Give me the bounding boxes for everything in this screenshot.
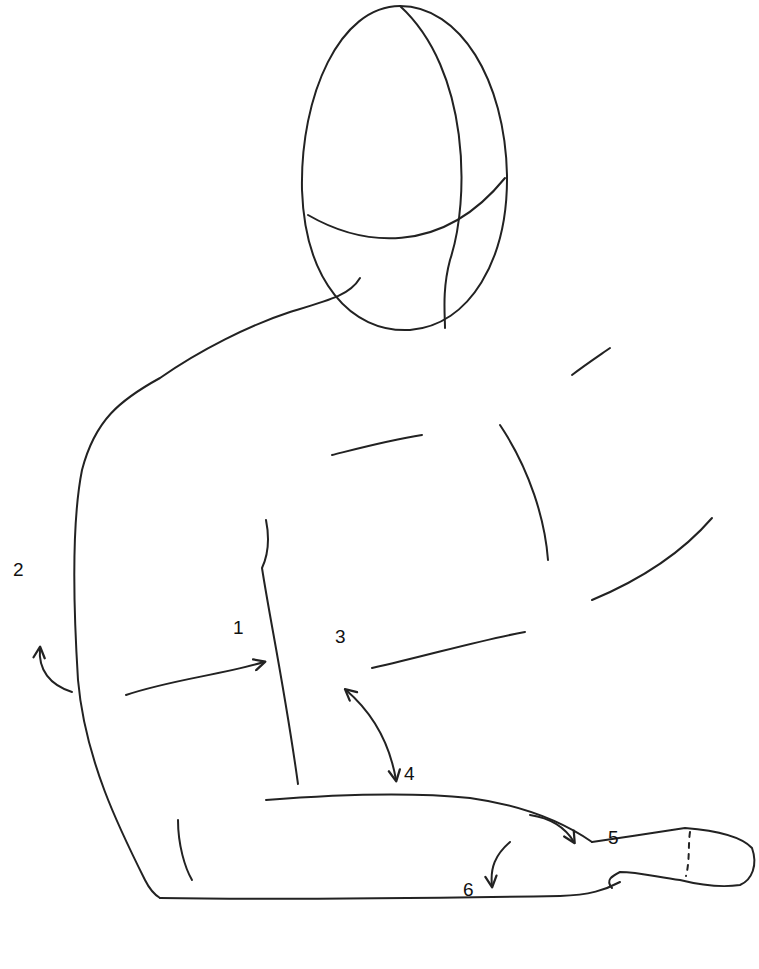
callout-number: 5 xyxy=(608,828,619,847)
callout-number: 6 xyxy=(463,880,474,899)
motion-arrows xyxy=(40,648,574,886)
chest-lines xyxy=(332,348,712,668)
callout-number: 1 xyxy=(233,618,244,637)
torso-outline xyxy=(74,278,754,899)
callout-number: 4 xyxy=(404,764,415,783)
callout-number: 2 xyxy=(13,560,24,579)
callout-number: 3 xyxy=(335,627,346,646)
head-outline xyxy=(302,6,507,330)
